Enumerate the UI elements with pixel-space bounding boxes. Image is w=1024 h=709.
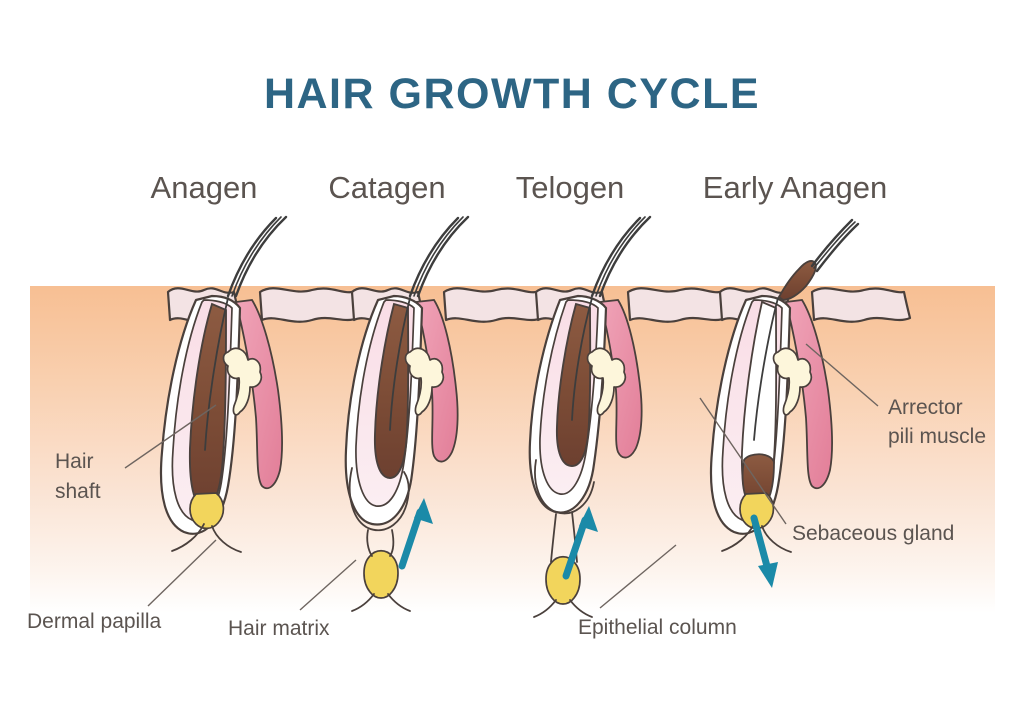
annotation-epithelial-column: Epithelial column [578,616,737,639]
leader-lines [124,343,879,611]
annotation-hair-matrix: Hair matrix [228,617,330,640]
leader-hair-matrix [299,559,357,611]
stage-label-anagen: Anagen [151,170,258,205]
follicle-telogen [528,215,652,618]
leader-dermal-papilla [147,539,217,607]
cycle-arrows [398,498,778,588]
annotation-sebaceous-gland: Sebaceous gland [792,522,954,545]
stage-label-early-anagen: Early Anagen [703,170,887,205]
stage-label-catagen: Catagen [328,170,445,205]
arrow-up-telogen [562,506,598,580]
annotation-arrector-pili-line1: Arrector [888,396,963,419]
leader-sebaceous-gland [699,397,787,525]
arrow-up-catagen [398,498,433,570]
annotation-hair-shaft-line1: Hair [55,450,94,473]
arrow-down-early-anagen [750,514,778,588]
follicle-anagen [159,215,288,553]
annotation-arrector-pili-line2: pili muscle [888,425,986,448]
page-title: HAIR GROWTH CYCLE [264,70,760,118]
stage-label-telogen: Telogen [516,170,625,205]
annotation-dermal-papilla: Dermal papilla [27,610,162,633]
leader-arrector-pili [805,343,879,407]
leader-epithelial-column [599,544,677,609]
leader-hair-shaft [124,404,217,469]
annotation-hair-shaft-line2: shaft [55,480,101,503]
follicle-catagen [344,215,470,612]
